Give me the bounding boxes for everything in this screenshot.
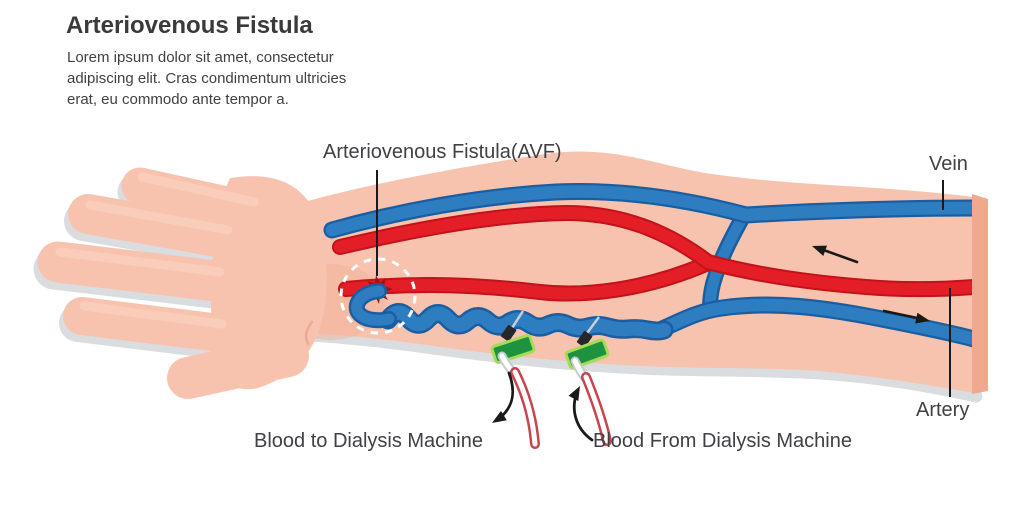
- vein-label: Vein: [929, 153, 968, 175]
- arm-cut-edge: [972, 194, 988, 394]
- artery-main: [332, 204, 982, 298]
- flow-arrows: [492, 245, 930, 442]
- vessels: [323, 183, 983, 348]
- vein-wavy-fistula: [378, 303, 674, 341]
- fingers: [37, 167, 309, 399]
- vein-lower: [649, 296, 983, 348]
- dialysis-needles: [490, 310, 612, 449]
- page-description: Lorem ipsum dolor sit amet, consectetur …: [67, 47, 346, 110]
- vein-flow-arrow: [812, 245, 859, 264]
- label-lines: [376, 170, 951, 397]
- description-line: erat, eu commodo ante tempor a.: [67, 91, 289, 108]
- avf-label: Arteriovenous Fistula(AVF): [323, 141, 562, 163]
- needle-1: [490, 310, 540, 449]
- artery-label: Artery: [916, 399, 970, 421]
- blood-from-dialysis-label: Blood From Dialysis Machine: [593, 430, 852, 452]
- vein-hook: [348, 283, 397, 329]
- blood-to-dialysis-label: Blood to Dialysis Machine: [254, 430, 483, 452]
- page-title: Arteriovenous Fistula: [66, 12, 313, 39]
- artery-lower: [338, 256, 714, 302]
- wrist-crease: [304, 320, 314, 346]
- needle-1-connector: [500, 324, 517, 342]
- vein-upper: [323, 183, 983, 239]
- needle-2-connector: [576, 330, 593, 348]
- artery-flow-arrow: [882, 309, 930, 324]
- hand: [33, 167, 327, 399]
- finger-highlights: [55, 172, 259, 329]
- vein-branch: [702, 207, 752, 316]
- description-line: Lorem ipsum dolor sit amet, consectetur: [67, 49, 334, 66]
- needle-2: [564, 316, 612, 446]
- blood-in-arrow: [568, 386, 594, 442]
- blood-out-arrow: [492, 371, 515, 423]
- description-line: adipiscing elit. Cras condimentum ultric…: [67, 70, 347, 87]
